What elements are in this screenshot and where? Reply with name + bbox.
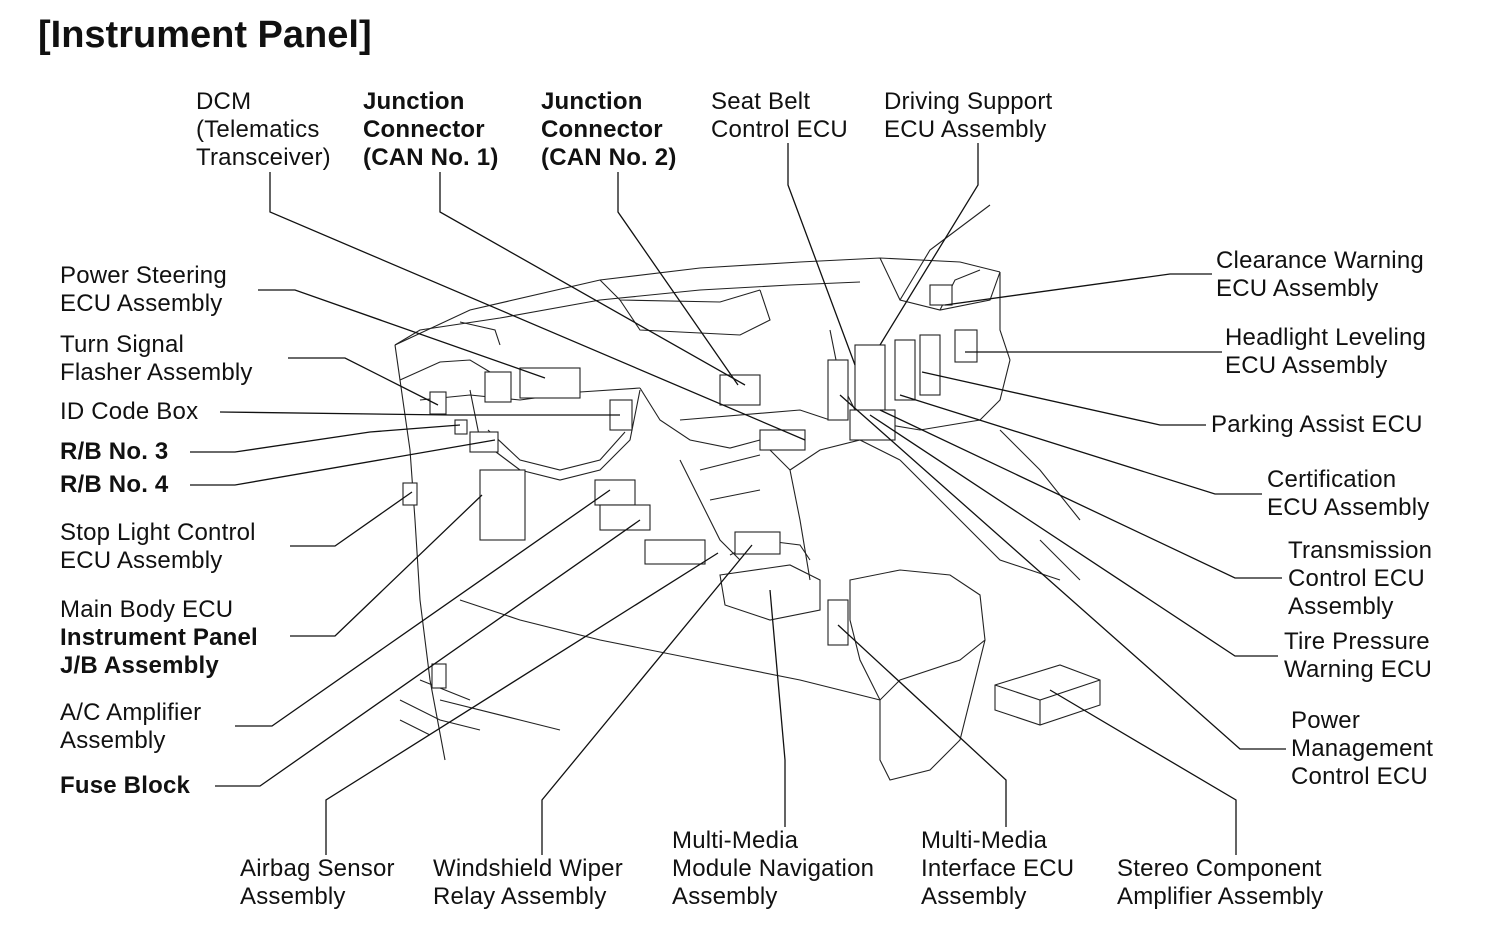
dashboard-sketch [394,204,1101,781]
label-main-body-ecu: Main Body ECU [60,596,234,623]
label-id-code-box: ID Code Box [60,398,199,425]
label-fuse-block: Fuse Block [60,772,191,799]
label-parking-assist-ecu: Parking Assist ECU [1211,411,1423,438]
page-title: [Instrument Panel] [38,14,372,56]
leader-lines [190,143,1286,855]
label-rb-no3: R/B No. 3 [60,438,169,465]
label-rb-no4: R/B No. 4 [60,471,169,498]
